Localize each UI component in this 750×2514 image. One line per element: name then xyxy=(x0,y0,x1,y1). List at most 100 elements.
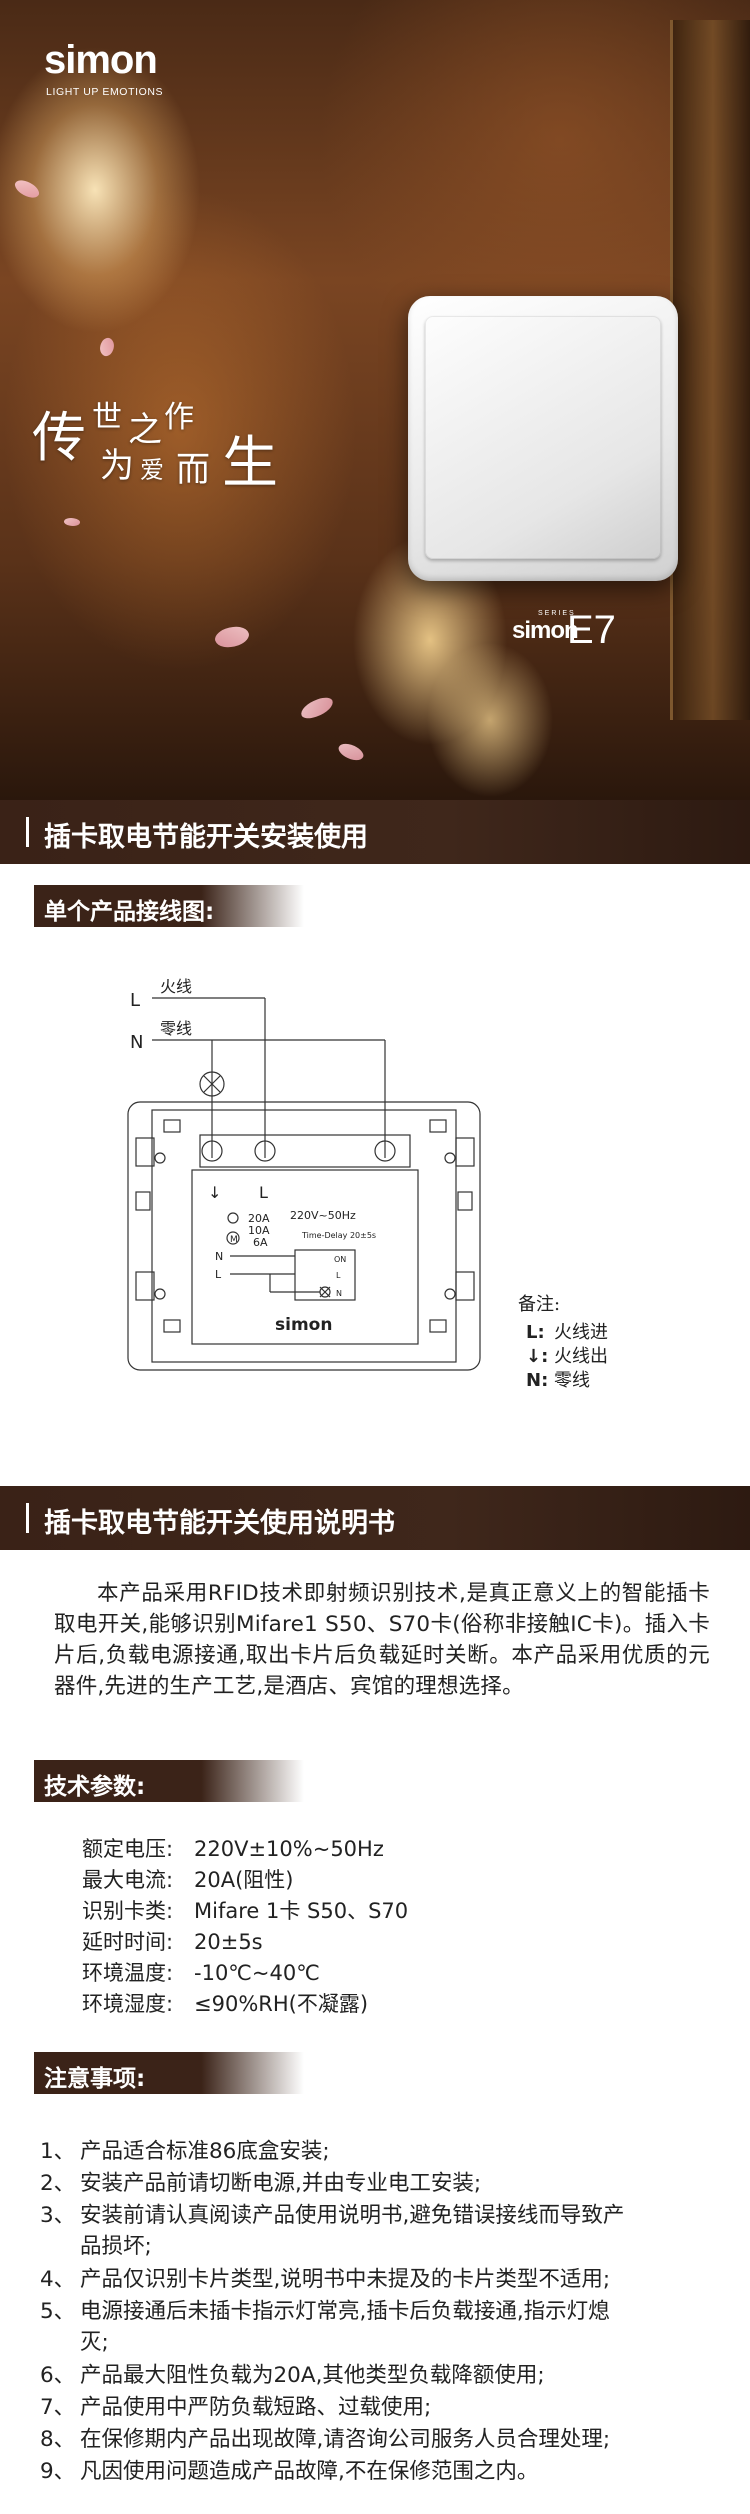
manual-section-title: 插卡取电节能开关使用说明书 xyxy=(44,1508,395,1539)
note-item: 7、产品使用中严防负载短路、过载使用; xyxy=(40,2392,720,2423)
note-number: 2、 xyxy=(40,2171,76,2196)
legend-symbol: L: xyxy=(526,1322,545,1343)
note-text: 安装前请认真阅读产品使用说明书,避免错误接线而导致产 xyxy=(80,2203,625,2228)
rating-6a: 6A xyxy=(253,1236,268,1249)
petal-decoration xyxy=(96,335,118,359)
slogan-char: 而 xyxy=(176,450,210,490)
slogan-char: 生 xyxy=(222,431,278,496)
spec-key: 最大电流: xyxy=(82,1868,174,1892)
series-brand: simon xyxy=(512,617,579,644)
petal-decoration xyxy=(212,621,252,653)
note-text: 产品仅识别卡片类型,说明书中未提及的卡片类型不适用; xyxy=(80,2267,611,2292)
spec-value: 220V±10%~50Hz xyxy=(194,1837,384,1861)
legend-text: 零线 xyxy=(554,1370,590,1391)
wiring-tag: 单个产品接线图: xyxy=(34,885,304,927)
legend-symbol: ↓: xyxy=(526,1346,549,1367)
spec-key: 识别卡类: xyxy=(82,1899,174,1923)
schematic-l: L xyxy=(215,1268,222,1281)
specs-tag-label: 技术参数: xyxy=(44,1774,146,1800)
mounting-frame xyxy=(151,1109,457,1363)
rating-10a: 10A xyxy=(248,1224,270,1237)
note-text: 产品最大阻性负载为20A,其他类型负载降额使用; xyxy=(80,2363,545,2388)
slogan-char: 作 xyxy=(164,400,194,435)
note-number: 4、 xyxy=(40,2267,76,2292)
petal-decoration xyxy=(12,175,42,203)
live-letter: L xyxy=(130,990,140,1011)
legend-text: 火线进 xyxy=(554,1322,608,1343)
switch-rocker xyxy=(425,316,661,559)
slogan-char: 传 xyxy=(32,406,86,469)
note-text: 产品适合标准86底盒安装; xyxy=(80,2139,330,2164)
note-item: 5、电源接通后未插卡指示灯常亮,插卡后负载接通,指示灯熄灭; xyxy=(40,2296,720,2358)
note-item: 8、在保修期内产品出现故障,请咨询公司服务人员合理处理; xyxy=(40,2424,720,2455)
spec-key: 延时时间: xyxy=(82,1930,174,1954)
note-number: 9、 xyxy=(40,2459,76,2484)
terminal-out-label: ↓ xyxy=(208,1183,221,1202)
install-section-title: 插卡取电节能开关安装使用 xyxy=(44,822,368,853)
legend-item: L: 火线进 xyxy=(526,1318,608,1344)
schematic-n2: N xyxy=(336,1289,342,1298)
rating-voltage: 220V~50Hz xyxy=(290,1209,356,1222)
note-item: 4、产品仅识别卡片类型,说明书中未提及的卡片类型不适用; xyxy=(40,2264,720,2295)
slogan-char: 世 xyxy=(92,400,122,435)
slogan-char: 之 xyxy=(128,410,162,450)
schematic-n: N xyxy=(215,1250,223,1263)
schematic-on: ON xyxy=(334,1255,346,1264)
schematic-l2: L xyxy=(336,1271,341,1280)
note-number: 8、 xyxy=(40,2427,76,2452)
time-delay-label: Time-Delay 20±5s xyxy=(301,1231,376,1240)
terminal-l-label: L xyxy=(259,1183,268,1202)
note-number: 5、 xyxy=(40,2299,76,2324)
spec-value: 20±5s xyxy=(194,1930,263,1954)
note-item: 9、凡因使用问题造成产品故障,不在保修范围之内。 xyxy=(40,2456,720,2487)
spec-value: 20A(阻性) xyxy=(194,1868,294,1892)
petal-decoration xyxy=(63,516,81,528)
spec-value: Mifare 1卡 S50、S70 xyxy=(194,1899,409,1923)
note-continuation: 品损坏; xyxy=(80,2234,152,2259)
banner-accent-bar xyxy=(26,817,29,847)
spec-value: ≤90%RH(不凝露) xyxy=(194,1992,369,2016)
spec-row: 最大电流: 20A(阻性) xyxy=(82,1864,293,1894)
motor-symbol: M xyxy=(230,1235,238,1245)
note-number: 1、 xyxy=(40,2139,76,2164)
series-model: E7 xyxy=(567,608,616,652)
wiring-tag-label: 单个产品接线图: xyxy=(44,899,215,925)
install-section-banner: 插卡取电节能开关安装使用 xyxy=(0,800,750,864)
terminal-block xyxy=(199,1134,411,1168)
mirror-frame xyxy=(670,20,750,720)
petal-decoration xyxy=(298,694,336,722)
spec-value: -10℃~40℃ xyxy=(194,1961,320,1985)
note-continuation: 灭; xyxy=(80,2330,109,2355)
spec-row: 额定电压: 220V±10%~50Hz xyxy=(82,1833,384,1863)
mounting-plate xyxy=(127,1101,481,1371)
note-item: 6、产品最大阻性负载为20A,其他类型负载降额使用; xyxy=(40,2360,720,2391)
legend-item: N:零线 xyxy=(526,1366,590,1392)
banner-accent-bar xyxy=(26,1503,29,1533)
note-item: 2、安装产品前请切断电源,并由专业电工安装; xyxy=(40,2168,720,2199)
note-item: 3、安装前请认真阅读产品使用说明书,避免错误接线而导致产品损坏; xyxy=(40,2200,720,2262)
spec-key: 额定电压: xyxy=(82,1837,174,1861)
slogan-char: 爱 xyxy=(140,456,164,484)
diagram-brand: simon xyxy=(275,1315,332,1335)
spec-key: 环境温度: xyxy=(82,1961,174,1985)
live-label: 火线 xyxy=(160,977,192,996)
legend-item: ↓:火线出 xyxy=(526,1342,608,1368)
rating-20a: 20A xyxy=(248,1212,270,1225)
slogan-char: 为 xyxy=(100,446,134,486)
manual-section-banner: 插卡取电节能开关使用说明书 xyxy=(0,1486,750,1550)
notes-tag-label: 注意事项: xyxy=(44,2066,146,2092)
legend-symbol: N: xyxy=(526,1370,549,1391)
note-text: 安装产品前请切断电源,并由专业电工安装; xyxy=(80,2171,482,2196)
brand-logo: simon xyxy=(44,38,158,82)
neutral-label: 零线 xyxy=(160,1019,192,1038)
wiring-diagram: L 火线 N 零线 ↓ L 220V~50Hz 20A 10A M 6A Tim… xyxy=(127,977,481,1371)
note-text: 在保修期内产品出现故障,请咨询公司服务人员合理处理; xyxy=(80,2427,611,2452)
legend-title: 备注: xyxy=(518,1294,561,1315)
note-text: 电源接通后未插卡指示灯常亮,插卡后负载接通,指示灯熄 xyxy=(80,2299,610,2324)
specs-tag: 技术参数: xyxy=(34,1760,304,1802)
hero-banner: simon LIGHT UP EMOTIONS 传 世 之 作 为 爱 而 生 … xyxy=(0,0,750,800)
series-word: SERIES xyxy=(538,610,576,617)
brand-tagline: LIGHT UP EMOTIONS xyxy=(46,86,164,98)
note-number: 7、 xyxy=(40,2395,76,2420)
intro-paragraph: 本产品采用RFID技术即射频识别技术,是真正意义上的智能插卡取电开关,能够识别M… xyxy=(54,1581,710,1699)
